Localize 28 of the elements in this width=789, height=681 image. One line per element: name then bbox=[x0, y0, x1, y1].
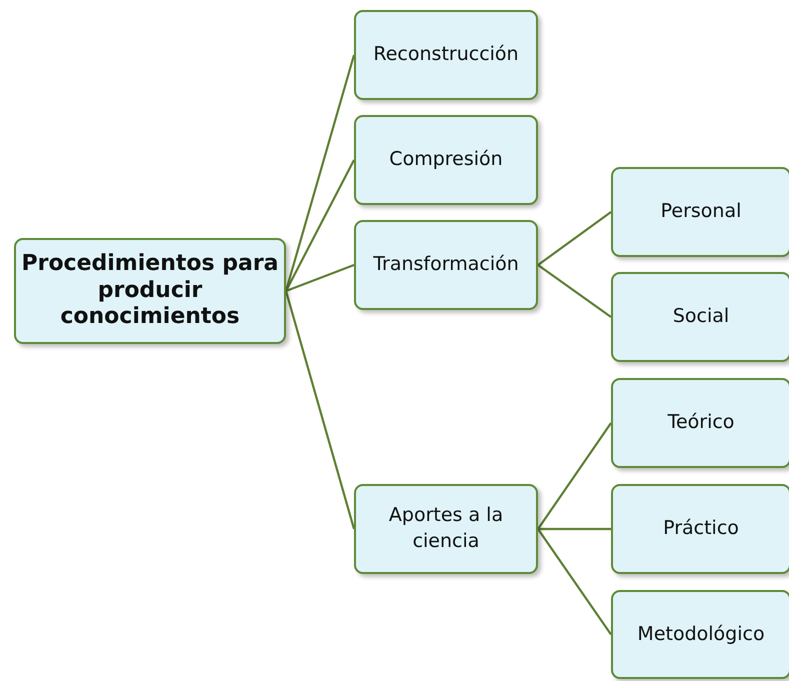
node-text: Compresión bbox=[389, 147, 503, 172]
connector-line bbox=[537, 211, 612, 266]
node-text: Metodológico bbox=[637, 622, 765, 647]
connector-line bbox=[537, 422, 612, 530]
node-text: Procedimientos para producir conocimientos bbox=[20, 251, 280, 331]
concept-box bbox=[354, 220, 538, 310]
connector-line bbox=[537, 264, 612, 318]
concept-box bbox=[611, 378, 789, 468]
concept-box bbox=[611, 484, 789, 574]
connector-line bbox=[286, 264, 354, 292]
connector-line bbox=[285, 160, 355, 292]
concept-box bbox=[354, 115, 538, 205]
concept-box bbox=[354, 484, 538, 574]
connector-line bbox=[284, 290, 356, 530]
node-text: Reconstrucción bbox=[373, 42, 519, 68]
node-text: Teórico bbox=[668, 410, 734, 436]
node-text: Aportes a la ciencia bbox=[388, 503, 504, 554]
concept-box bbox=[354, 10, 538, 100]
node-text: Práctico bbox=[663, 516, 739, 542]
concept-box bbox=[611, 590, 789, 679]
concept-box bbox=[14, 238, 286, 344]
node-text: Social bbox=[672, 304, 730, 330]
concept-box bbox=[611, 167, 789, 257]
node-text: Transformación bbox=[373, 252, 519, 278]
node-text: Personal bbox=[660, 199, 742, 224]
connector-line bbox=[538, 528, 611, 530]
connector-line bbox=[537, 528, 612, 636]
concept-box bbox=[611, 272, 789, 362]
